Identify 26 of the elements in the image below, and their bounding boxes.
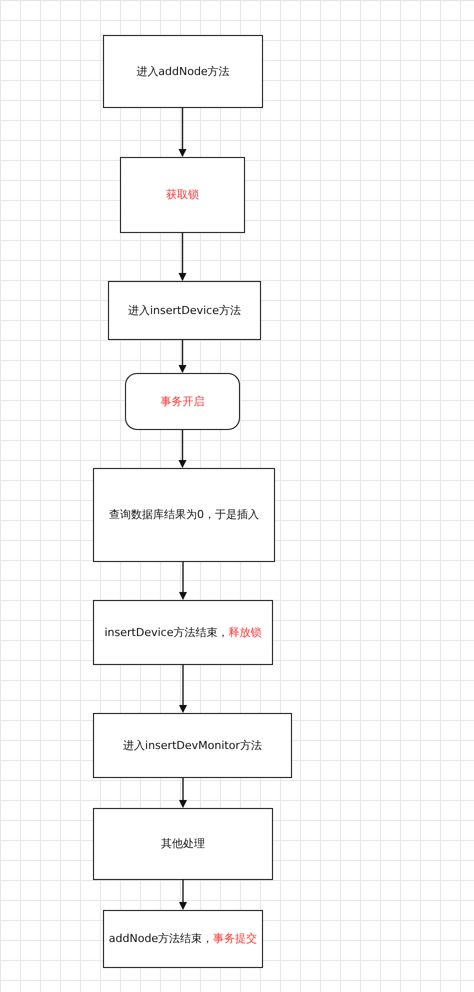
process-box [93, 468, 275, 562]
process-box [103, 35, 263, 108]
process-box [93, 713, 292, 778]
node-label: addNode方法结束，事务提交 [108, 931, 258, 947]
node-label: 获取锁 [166, 187, 199, 203]
arrow [178, 233, 186, 281]
arrow [178, 340, 186, 373]
arrow [178, 108, 186, 157]
arrow [179, 562, 187, 600]
process-box [120, 157, 245, 233]
node-label: insertDevice方法结束，释放锁 [104, 624, 262, 640]
process-box [103, 910, 263, 968]
arrow [178, 430, 186, 468]
node-label: 进入addNode方法 [136, 64, 230, 80]
arrow [179, 665, 187, 713]
node-label: 事务开启 [160, 394, 204, 410]
node-label: 其他处理 [161, 836, 205, 852]
arrow [179, 778, 187, 808]
process-box [93, 600, 273, 665]
node-label: 进入insertDevMonitor方法 [123, 738, 262, 754]
rounded-process-box [125, 373, 240, 430]
node-label: 进入insertDevice方法 [128, 302, 241, 318]
arrow [179, 880, 187, 910]
process-box [93, 808, 273, 880]
node-label: 查询数据库结果为0，于是插入 [109, 507, 259, 523]
process-box [108, 281, 261, 340]
